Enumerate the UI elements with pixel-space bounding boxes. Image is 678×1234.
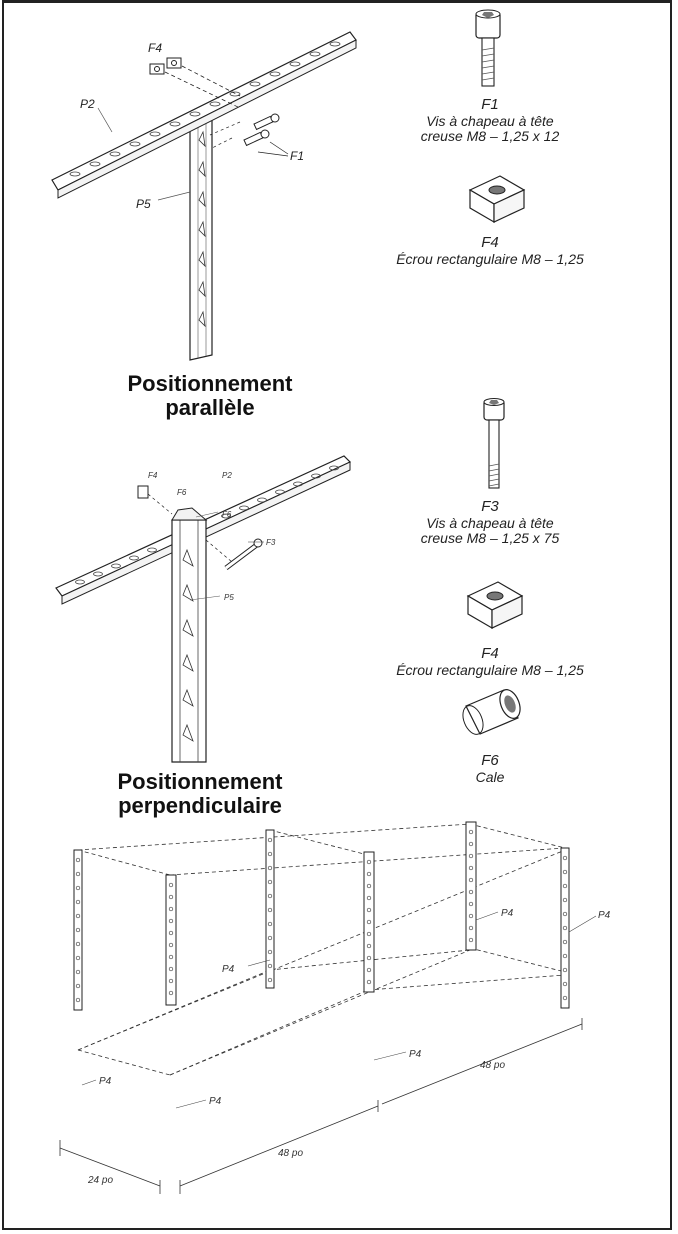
screw-f3-perpendicular xyxy=(205,538,264,570)
label-p4: P4 xyxy=(209,1096,222,1107)
spacer-icon xyxy=(462,689,521,735)
dim-length-front: 48 po xyxy=(278,1148,303,1159)
cap-screw-short-icon xyxy=(475,9,501,87)
label-f3-perpendicular: F3 xyxy=(266,538,276,547)
post-holes xyxy=(75,829,568,1003)
label-f6-perpendicular: F6 xyxy=(177,488,187,497)
label-p5-perpendicular: P5 xyxy=(224,593,234,602)
dim-width: 24 po xyxy=(87,1175,113,1186)
label-p2-parallel: P2 xyxy=(80,97,95,111)
rectangular-nut-icon xyxy=(468,175,526,224)
label-f1-parallel: F1 xyxy=(290,149,304,163)
label-p4: P4 xyxy=(222,964,235,975)
fastener-f1-caption: F1 Vis à chapeau à tête creuse M8 – 1,25… xyxy=(420,96,560,144)
cap-screw-long-icon xyxy=(483,398,505,489)
parallel-assembly: F4 P2 P5 F1 xyxy=(51,31,357,361)
fastener-f4-caption: F4 Écrou rectangulaire M8 – 1,25 xyxy=(396,234,584,267)
nut-f4-perpendicular xyxy=(137,485,173,515)
label-f4-perpendicular: F4 xyxy=(148,471,158,480)
label-f4-parallel: F4 xyxy=(148,41,162,55)
title-perpendicular: Positionnement perpendiculaire xyxy=(117,769,283,818)
dim-length-right: 48 po xyxy=(480,1060,505,1071)
fastener-f3-caption: F3 Vis à chapeau à tête creuse M8 – 1,25… xyxy=(420,498,560,546)
nut-f4-parallel xyxy=(149,57,241,109)
perpendicular-assembly: F4 F6 P2 F6 F3 P5 xyxy=(55,455,352,763)
label-p4: P4 xyxy=(501,908,514,919)
rectangular-nut-icon xyxy=(466,581,524,630)
post-p4 xyxy=(73,821,570,1011)
fastener-f6-caption: F6 Cale xyxy=(475,752,505,785)
fastener-f4b-caption: F4 Écrou rectangulaire M8 – 1,25 xyxy=(396,645,584,678)
post-p5-perpendicular xyxy=(171,507,208,763)
label-p4: P4 xyxy=(409,1049,422,1060)
shelf-layout: P4 P4 P4 P4 P4 P4 24 po 48 po 48 po xyxy=(59,821,611,1194)
label-p5-parallel: P5 xyxy=(136,197,151,211)
label-p2-perpendicular: P2 xyxy=(222,471,232,480)
screws-f1-parallel xyxy=(209,113,289,157)
title-parallel: Positionnement parallèle xyxy=(127,371,293,420)
post-p5-parallel xyxy=(189,109,213,361)
angle-p2-parallel xyxy=(51,31,357,199)
label-p4: P4 xyxy=(598,910,611,921)
label-p4: P4 xyxy=(99,1076,112,1087)
label-f6b-perpendicular: F6 xyxy=(222,510,232,519)
